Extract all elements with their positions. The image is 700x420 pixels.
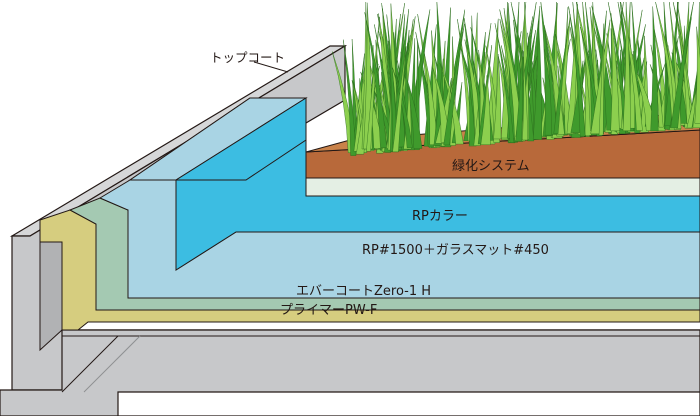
drain-mat [305,177,700,197]
grass-blade [392,46,407,153]
label-rp-color: RPカラー [412,209,468,224]
grass-blade [553,26,569,134]
grass-blade [650,6,659,132]
grass-blade [386,14,398,152]
callout-leader-line [253,61,289,73]
grass-blade [620,1,643,131]
grass-blade [366,17,380,152]
grass-vegetation [332,1,700,156]
grass-blade [493,54,502,140]
grass-blade [522,56,528,141]
grass-blade [694,26,700,124]
grass-blade [443,23,465,146]
grass-blade [568,6,586,137]
grass-blade [532,20,542,140]
grass-blade [392,67,413,149]
grass-blade [622,1,631,131]
grass-blade [480,75,491,145]
grass-blade [598,23,605,136]
callout-top-coat: トップコート [210,50,286,65]
slab-perspective-line-2 [83,335,141,393]
label-primer: プライマーPW-F [280,303,378,318]
grass-blade [515,50,523,142]
slab-void [117,391,700,417]
grass-blade [364,12,387,148]
label-rp-mat: RP#1500＋ガラスマット#450 [362,243,549,258]
slab-perspective-line [61,335,119,393]
grass-blade [610,13,620,132]
label-green-system: 緑化システム [452,159,530,174]
grass-blade [670,1,694,129]
top-coat-cap [174,97,307,181]
grass-blade [343,39,357,156]
label-ever-coat: エバーコートZero-1 H [296,284,432,299]
grass-blade [494,23,515,143]
